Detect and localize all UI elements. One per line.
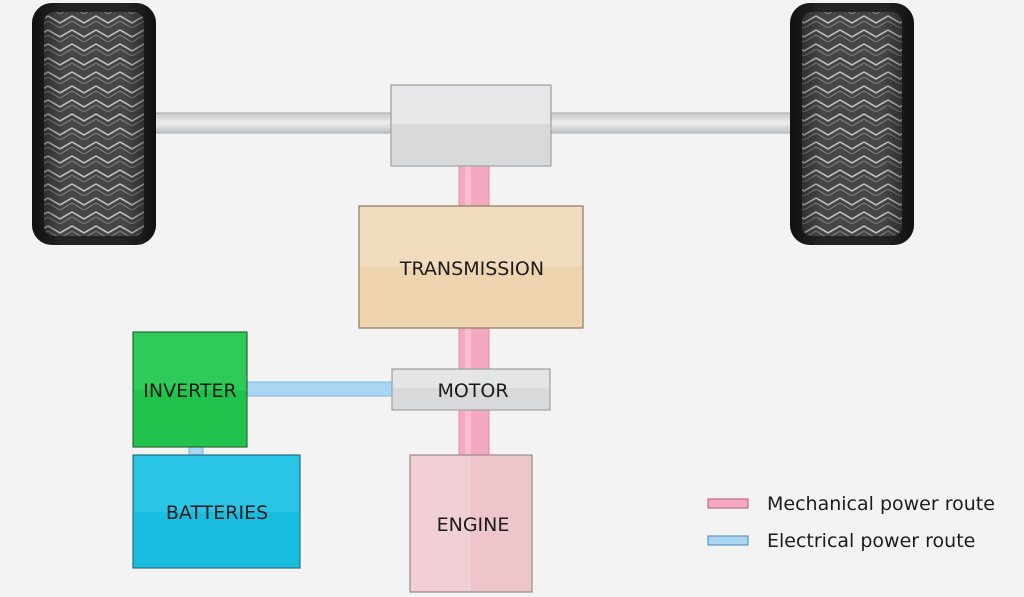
transmission-box: TRANSMISSION [358, 205, 584, 329]
inverter-label: INVERTER [143, 380, 236, 402]
electrical-link-inverter-motor [245, 381, 395, 397]
legend: Mechanical power route Electrical power … [707, 493, 995, 552]
right-tire-icon [790, 3, 914, 245]
engine-label: ENGINE [437, 514, 510, 536]
motor-box: MOTOR [391, 368, 551, 411]
legend-mechanical-swatch [707, 498, 749, 509]
inverter-box: INVERTER [132, 331, 248, 448]
motor-label: MOTOR [437, 380, 508, 402]
legend-electrical-swatch [707, 535, 749, 546]
legend-mechanical-label: Mechanical power route [767, 493, 995, 515]
left-tire-icon [32, 3, 156, 245]
batteries-box: BATTERIES [132, 454, 301, 569]
legend-electrical-label: Electrical power route [767, 530, 975, 552]
transmission-label: TRANSMISSION [399, 258, 544, 280]
batteries-label: BATTERIES [166, 502, 268, 524]
engine-box: ENGINE [409, 454, 533, 593]
